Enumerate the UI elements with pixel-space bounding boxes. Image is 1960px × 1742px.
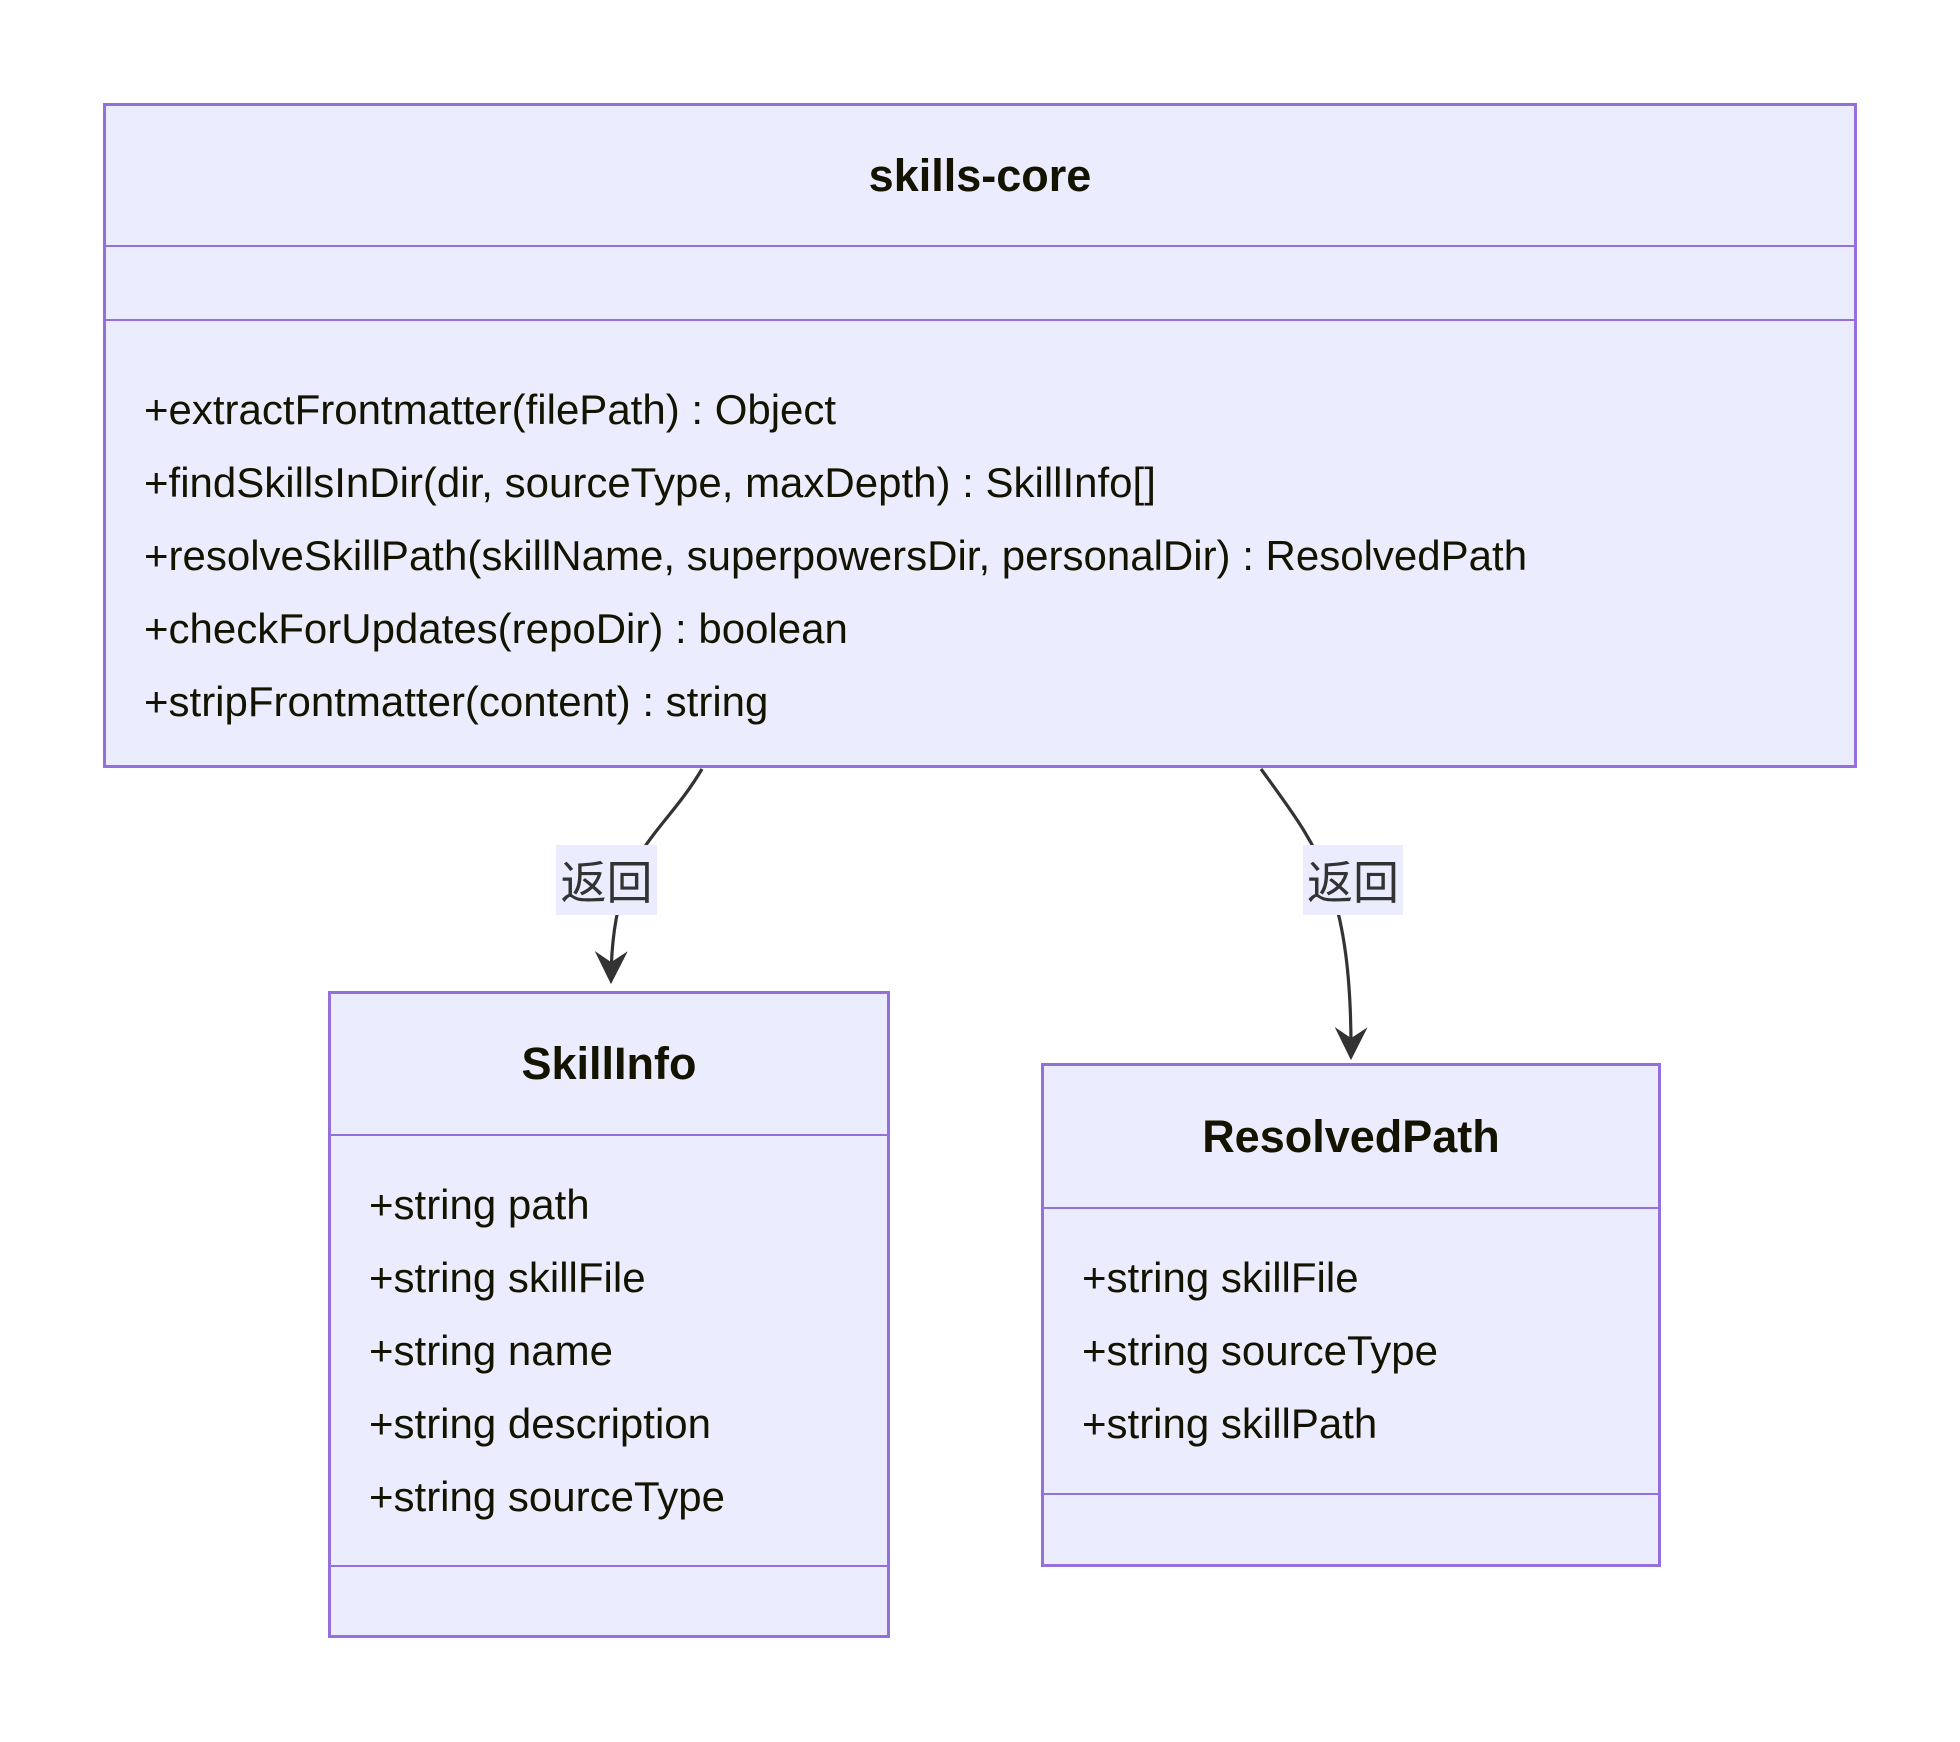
class-attribute: +string skillPath <box>1082 1400 1378 1447</box>
class-attributes-section-skillinfo: +string path +string skillFile +string n… <box>331 1134 887 1565</box>
class-skills-core: skills-core +extractFrontmatter(filePath… <box>103 103 1857 768</box>
class-method: +resolveSkillPath(skillName, superpowers… <box>144 532 1528 579</box>
class-method: +checkForUpdates(repoDir) : boolean <box>144 605 848 652</box>
class-method: +stripFrontmatter(content) : string <box>144 678 769 725</box>
class-attribute: +string description <box>369 1400 712 1447</box>
class-resolvedpath: ResolvedPath +string skillFile +string s… <box>1041 1063 1661 1567</box>
edge-label-return-skillinfo: 返回 <box>556 845 657 915</box>
class-title-skillinfo: SkillInfo <box>521 1038 697 1089</box>
class-method: +extractFrontmatter(filePath) : Object <box>144 386 837 433</box>
edge-label-return-resolvedpath: 返回 <box>1303 845 1403 915</box>
class-method: +findSkillsInDir(dir, sourceType, maxDep… <box>144 459 1156 506</box>
class-title-skills-core: skills-core <box>868 149 1092 201</box>
class-attribute: +string name <box>369 1327 613 1374</box>
class-methods-section-skills-core: +extractFrontmatter(filePath) : Object +… <box>106 319 1854 765</box>
class-skillinfo: SkillInfo +string path +string skillFile… <box>328 991 890 1638</box>
class-attribute: +string skillFile <box>369 1254 646 1301</box>
class-methods-section-resolvedpath <box>1044 1493 1658 1564</box>
class-title-resolvedpath: ResolvedPath <box>1202 1110 1500 1162</box>
class-attribute: +string sourceType <box>369 1473 726 1520</box>
class-attributes-section-resolvedpath: +string skillFile +string sourceType +st… <box>1044 1207 1658 1493</box>
class-attribute: +string skillFile <box>1082 1254 1359 1301</box>
class-attributes-section-skills-core <box>106 245 1854 319</box>
class-methods-section-skillinfo <box>331 1565 887 1635</box>
class-attribute: +string path <box>369 1181 590 1228</box>
class-attribute: +string sourceType <box>1082 1327 1439 1374</box>
